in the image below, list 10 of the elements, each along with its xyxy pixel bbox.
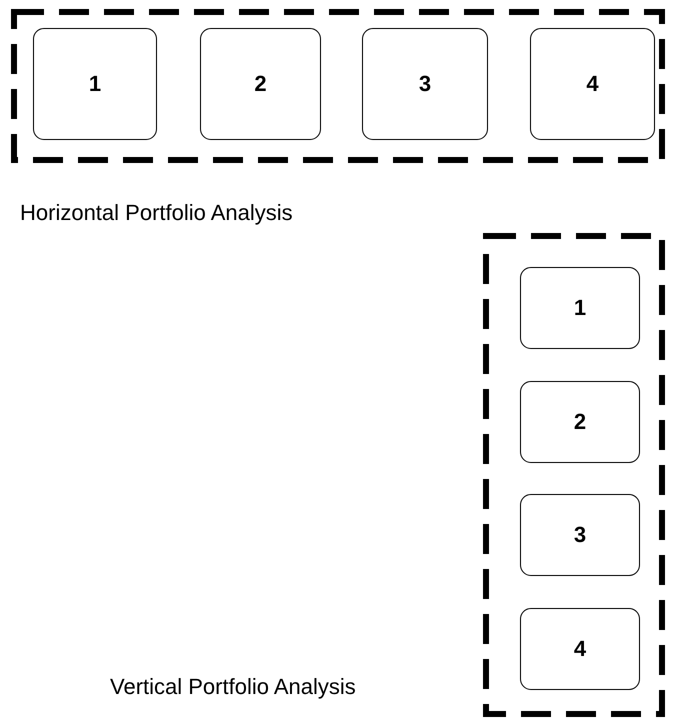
numbered-box: 4 (530, 28, 655, 140)
numbered-box: 4 (520, 608, 640, 690)
numbered-box: 1 (520, 267, 640, 349)
numbered-box: 2 (200, 28, 321, 140)
numbered-box: 3 (362, 28, 488, 140)
numbered-box: 2 (520, 381, 640, 463)
caption-label: Vertical Portfolio Analysis (110, 674, 356, 700)
group-title: Horizontal Portfolio Analysis (20, 200, 293, 226)
numbered-box: 1 (33, 28, 157, 140)
numbered-box: 3 (520, 494, 640, 576)
